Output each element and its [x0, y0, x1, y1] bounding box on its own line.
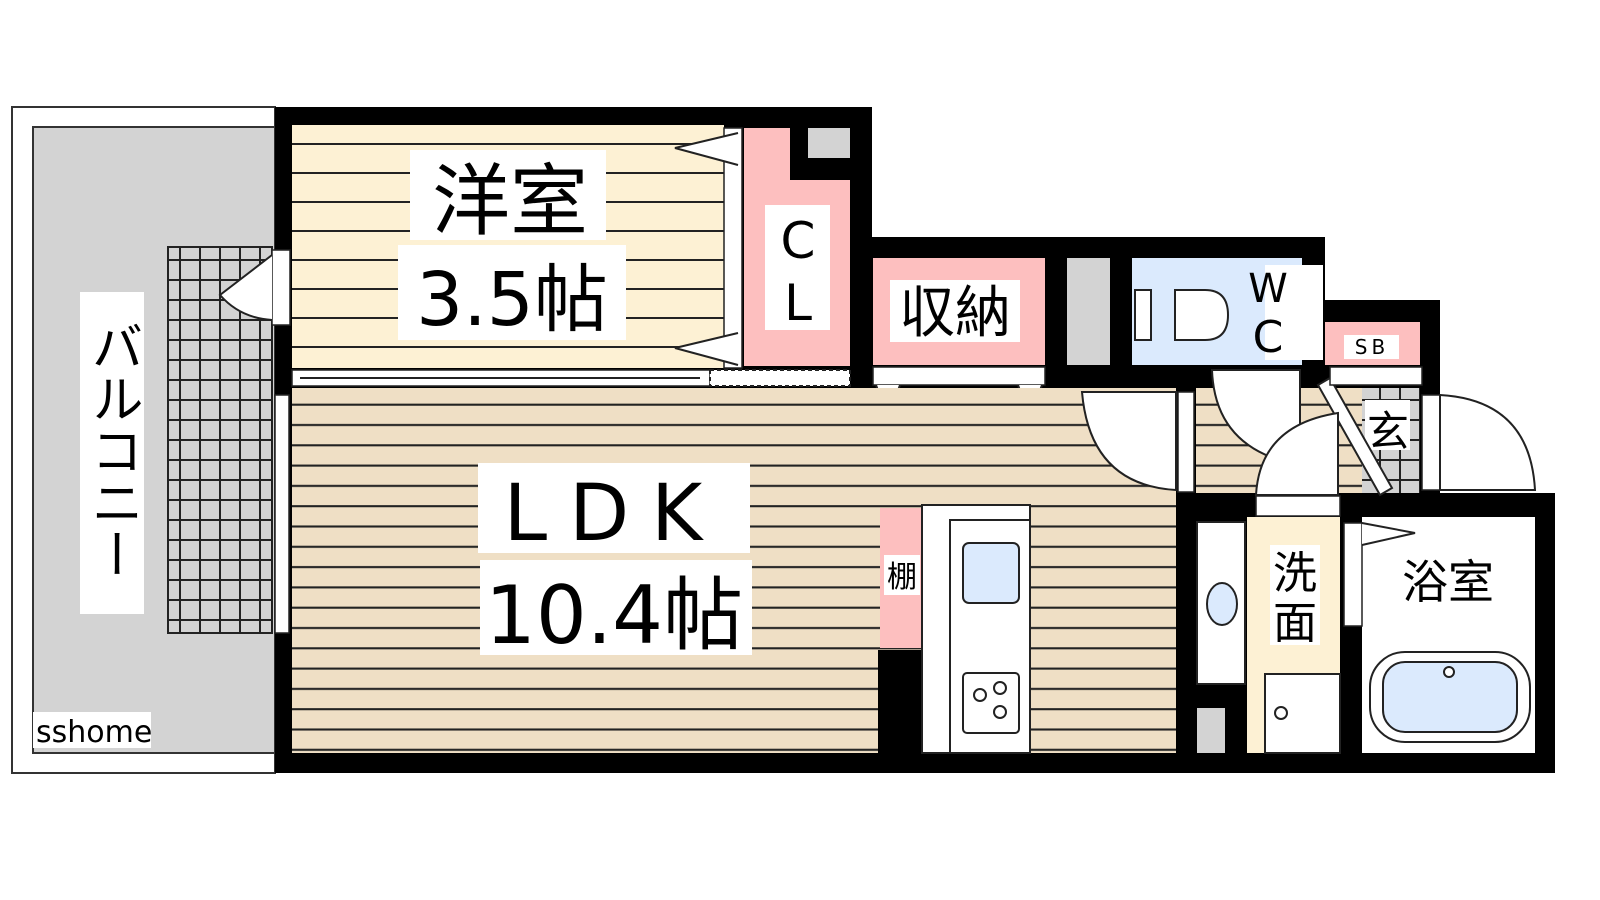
pipe-space-2 — [1067, 258, 1110, 365]
closet-label-1: C — [781, 212, 816, 270]
pipe-space — [808, 128, 850, 158]
storage-label: 収納 — [899, 281, 1011, 346]
bathtub-icon — [1369, 651, 1531, 743]
western-room-size: 3.5帖 — [416, 257, 608, 343]
wc-label-1: W — [1248, 266, 1288, 312]
ldk-label: LDK — [504, 469, 725, 559]
closet-label-2: L — [784, 274, 812, 332]
watermark: sshome — [36, 715, 152, 750]
washroom-label-2: 面 — [1273, 598, 1317, 649]
entrance-label: 玄 — [1367, 407, 1409, 456]
wc-label-2: C — [1253, 312, 1284, 363]
toilet-icon — [1134, 289, 1230, 341]
washbasin-icon — [1206, 582, 1238, 626]
shoe-box-label: SB — [1355, 335, 1389, 359]
balcony: バルコニー sshome — [11, 106, 276, 774]
shelf-label: 棚 — [887, 560, 917, 595]
sink-icon — [962, 542, 1020, 604]
balcony-label: バルコニー — [82, 320, 142, 580]
stove-icon — [962, 672, 1020, 734]
bathroom-label: 浴室 — [1402, 555, 1494, 609]
ldk-size: 10.4帖 — [485, 569, 743, 662]
washroom-label-1: 洗 — [1273, 548, 1317, 599]
front-door[interactable] — [1439, 393, 1537, 491]
western-room-label: 洋室 — [432, 157, 588, 247]
washing-machine-icon — [1264, 673, 1341, 754]
